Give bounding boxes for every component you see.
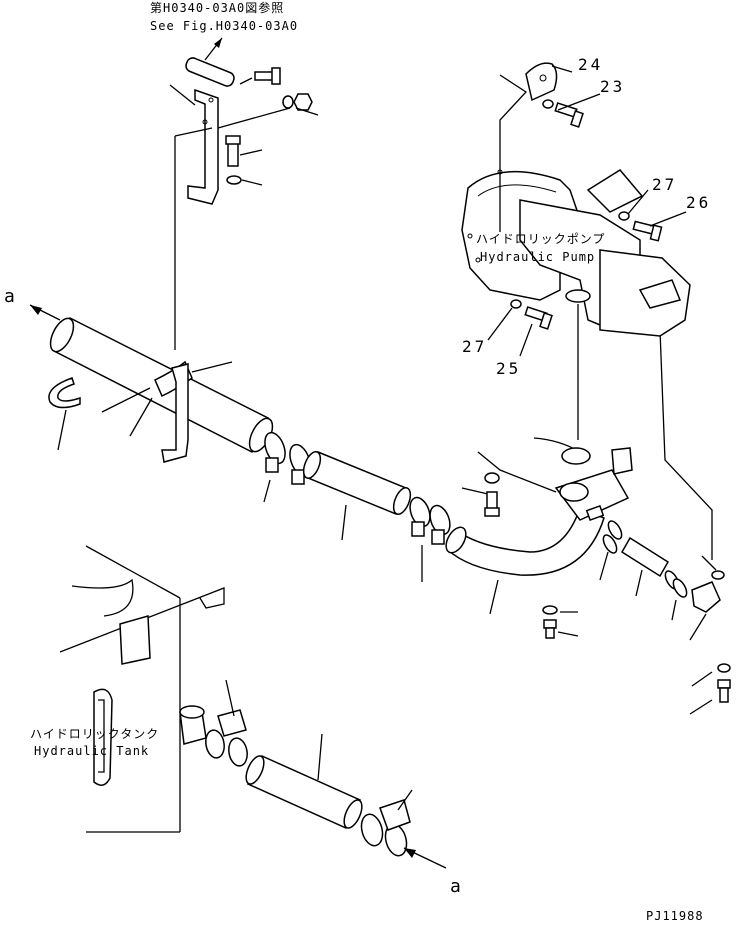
callout-23: 23 [600,77,625,96]
gasket [561,447,591,465]
bolt [632,220,663,242]
u-bolt [48,377,81,409]
washer [542,605,558,615]
elbow-pipe [445,447,633,576]
connection-marker-left: a [4,286,15,307]
callout-27-bottom: 27 [462,337,487,356]
washer [282,95,294,109]
arrowhead-left [30,305,42,315]
reference-arrowhead [214,38,222,48]
connection-marker-bottom: a [450,876,461,897]
tank-label-jp: ハイドロリックタンク [30,727,159,741]
support-bracket [187,88,219,205]
lifting-bracket [525,62,558,102]
washer [717,663,731,673]
bolt [254,67,281,85]
callout-27-top: 27 [652,175,677,194]
bolt [554,102,584,128]
pump-label-en: Hydraulic Pump [480,250,595,264]
washer [618,211,630,221]
pipe-clamp-bracket [154,360,193,463]
flange-port [559,482,589,502]
tank-label-en: Hydraulic Tank [34,744,149,758]
tank-outlet [179,705,207,745]
callout-24: 24 [578,55,603,74]
rubber-hose [302,451,412,515]
figure-code: PJ11988 [646,909,704,923]
o-ring [711,570,725,580]
bracket-hole [208,97,214,103]
arrowhead-bottom [404,848,416,858]
sight-gauge [93,688,113,786]
bolt [524,306,553,330]
flange-boss [611,447,633,475]
bolt [225,135,241,167]
pump-label-jp: ハイドロリックポンプ [476,232,605,246]
callout-25: 25 [496,359,521,378]
reference-label-en: See Fig.H0340-03A0 [150,19,298,33]
washer [226,175,242,185]
bolt [717,679,731,703]
hydraulic-tank [59,545,225,833]
reference-label-jp: 第H0340-03A0図参照 [150,0,284,15]
callout-26: 26 [686,193,711,212]
hose-clamp-pair [409,496,451,545]
bolt [543,619,557,639]
elbow-fitting [691,581,721,613]
o-ring [484,472,500,484]
drain-hose [602,520,721,613]
washer [510,299,522,309]
upper-bracket-assembly [169,57,319,350]
nut [293,93,313,111]
pump-port [565,289,591,303]
bracket-hole [202,119,208,125]
rubber-hose [245,755,363,829]
hose-clamp-pair [360,799,411,857]
washer [542,99,554,109]
bolt [484,491,500,517]
hydraulic-pump [461,169,691,337]
hose-clamp-pair [205,709,248,767]
pump-cover-plate [586,169,644,213]
hose-end-part [185,57,235,87]
